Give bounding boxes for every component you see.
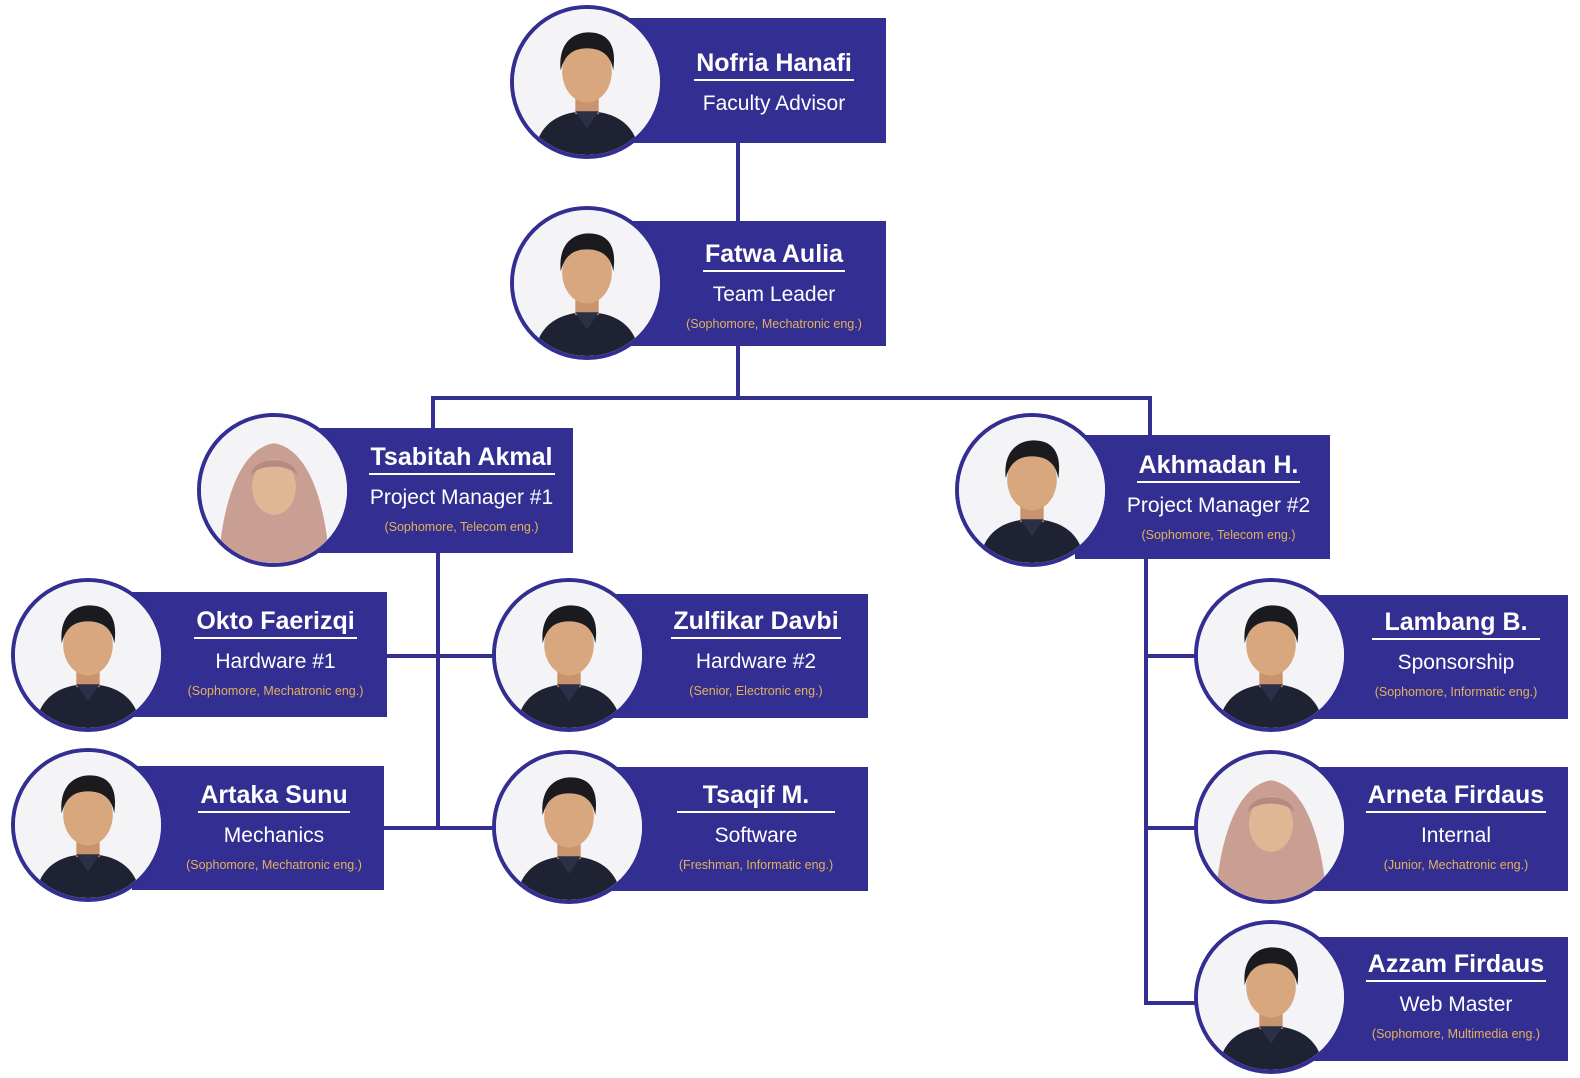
member-card: Lambang B. Sponsorship (Sophomore, Infor… bbox=[1312, 595, 1568, 719]
member-detail: (Sophomore, Informatic eng.) bbox=[1374, 685, 1538, 699]
portrait-photo bbox=[510, 5, 664, 159]
portrait-photo bbox=[1194, 920, 1348, 1074]
member-name: Akhmadan H. bbox=[1136, 450, 1301, 483]
member-role: Hardware #2 bbox=[695, 650, 817, 673]
portrait-photo bbox=[1194, 578, 1348, 732]
member-detail: (Sophomore, Mechatronic eng.) bbox=[186, 858, 362, 872]
member-role: Faculty Advisor bbox=[702, 92, 846, 115]
member-name: Arneta Firdaus bbox=[1365, 780, 1547, 813]
member-role: Hardware #1 bbox=[215, 650, 336, 673]
member-role: Web Master bbox=[1399, 993, 1513, 1016]
member-name: Lambang B. bbox=[1372, 607, 1540, 640]
member-card: Artaka Sunu Mechanics (Sophomore, Mechat… bbox=[132, 766, 384, 890]
member-card: Nofria Hanafi Faculty Advisor bbox=[630, 18, 886, 143]
member-card: Azzam Firdaus Web Master (Sophomore, Mul… bbox=[1312, 937, 1568, 1061]
member-name: Zulfikar Davbi bbox=[671, 606, 841, 639]
member-card: Tsaqif M. Software (Freshman, Informatic… bbox=[612, 767, 868, 891]
portrait-photo bbox=[492, 750, 646, 904]
member-role: Project Manager #2 bbox=[1126, 494, 1311, 517]
member-role: Internal bbox=[1420, 824, 1492, 847]
member-name: Nofria Hanafi bbox=[694, 48, 854, 81]
member-name: Tsabitah Akmal bbox=[368, 442, 555, 475]
portrait-photo bbox=[955, 413, 1109, 567]
member-role: Software bbox=[714, 824, 798, 847]
member-card: Fatwa Aulia Team Leader (Sophomore, Mech… bbox=[630, 221, 886, 346]
member-detail: (Sophomore, Telecom eng.) bbox=[384, 520, 539, 534]
portrait-photo bbox=[492, 578, 646, 732]
member-card: Tsabitah Akmal Project Manager #1 (Sopho… bbox=[318, 428, 573, 553]
member-detail: (Freshman, Informatic eng.) bbox=[678, 858, 834, 872]
member-card: Okto Faerizqi Hardware #1 (Sophomore, Me… bbox=[132, 592, 387, 717]
member-name: Fatwa Aulia bbox=[703, 239, 845, 272]
member-card: Akhmadan H. Project Manager #2 (Sophomor… bbox=[1075, 435, 1330, 559]
member-role: Sponsorship bbox=[1397, 651, 1515, 674]
member-card: Zulfikar Davbi Hardware #2 (Senior, Elec… bbox=[612, 594, 868, 718]
portrait-photo bbox=[11, 748, 165, 902]
member-detail: (Junior, Mechatronic eng.) bbox=[1383, 858, 1529, 872]
member-detail: (Sophomore, Mechatronic eng.) bbox=[686, 317, 862, 331]
member-name: Artaka Sunu bbox=[198, 780, 350, 813]
member-role: Mechanics bbox=[223, 824, 325, 847]
member-detail: (Senior, Electronic eng.) bbox=[689, 684, 823, 698]
member-card: Arneta Firdaus Internal (Junior, Mechatr… bbox=[1312, 767, 1568, 891]
portrait-photo bbox=[197, 413, 351, 567]
member-detail: (Sophomore, Multimedia eng.) bbox=[1371, 1027, 1541, 1041]
member-role: Team Leader bbox=[712, 283, 836, 306]
portrait-photo bbox=[1194, 750, 1348, 904]
portrait-photo bbox=[11, 578, 165, 732]
member-name: Tsaqif M. bbox=[676, 780, 836, 813]
member-detail: (Sophomore, Mechatronic eng.) bbox=[187, 684, 364, 698]
member-role: Project Manager #1 bbox=[369, 486, 554, 509]
member-name: Azzam Firdaus bbox=[1365, 949, 1547, 982]
portrait-photo bbox=[510, 206, 664, 360]
member-name: Okto Faerizqi bbox=[194, 606, 357, 639]
member-detail: (Sophomore, Telecom eng.) bbox=[1141, 528, 1296, 542]
